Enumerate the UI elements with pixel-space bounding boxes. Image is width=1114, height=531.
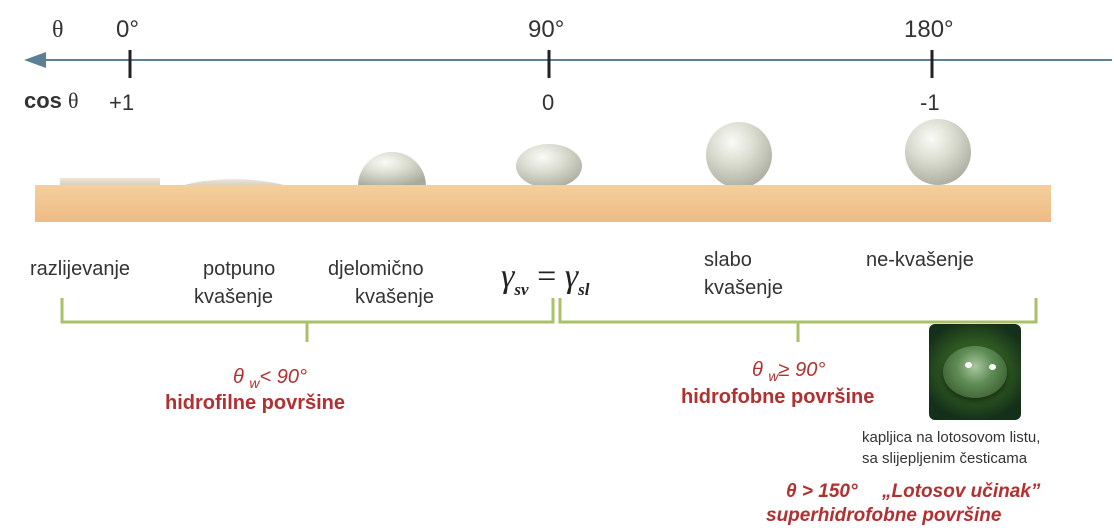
cos-theta-symbol: θ [68,88,79,113]
regime-weak-line2: kvašenje [704,277,783,299]
hydrophobic-inequality: ≥ 90° [778,359,826,381]
regime-complete-line2: kvašenje [194,286,273,308]
surface-tension-equation: γsv = γsl [501,258,590,300]
hydrophilic-bracket [60,298,555,342]
hydrophobic-condition: θ w≥ 90° [752,359,825,384]
angle-180-label: 180° [904,16,954,43]
regime-nonwetting: ne-kvašenje [866,249,974,271]
angle-90-label: 90° [528,16,565,43]
droplet-contact [516,144,582,188]
lotus-caption-line1: kapljica na lotosovom listu, [862,429,1041,446]
droplet-highlight [965,362,972,368]
regime-spreading: razlijevanje [30,258,131,280]
regime-weak-line1: slabo [704,249,752,271]
gamma-sl-subscript: sl [578,279,590,299]
droplet-partial [358,152,426,186]
droplet-highlight [989,364,996,370]
lotus-droplet [943,346,1007,398]
complete-wetting-film [180,179,288,186]
axis-arrow-head [24,52,46,68]
cos-axis-label: cos θ [24,88,79,114]
cos-minus1-label: -1 [920,90,940,115]
superhydrophobic-title: superhidrofobne površine [766,505,1002,526]
equation-equals: = [537,258,557,295]
lotus-condition: θ > 150° [786,481,858,502]
gamma-sv-symbol: γ [501,258,515,295]
lotus-effect-title: „Lotosov učinak” [882,481,1041,502]
hydrophobic-bracket [558,298,1038,342]
hydrophilic-title: hidrofilne površine [165,392,346,414]
cos-word: cos [24,88,62,113]
gamma-sv-subscript: sv [514,279,529,299]
theta-axis-label: θ [52,17,64,43]
angle-0-label: 0° [116,16,139,43]
regime-complete-line1: potpuno [203,258,276,280]
hydrophobic-subscript: w [768,368,779,384]
lotus-leaf-droplet-photo [929,324,1021,420]
lotus-caption-line2: sa slijepljenim česticama [862,450,1028,467]
hydrophobic-theta: θ [752,359,763,381]
hydrophobic-title: hidrofobne površine [681,386,875,408]
hydrophilic-theta: θ [233,366,244,388]
droplet-nonwetting [905,119,971,185]
solid-surface [35,185,1051,222]
droplet-weak [706,122,772,188]
regime-partial-line2: kvašenje [355,286,434,308]
hydrophilic-condition: θ w< 90° [233,366,307,391]
hydrophilic-subscript: w [249,375,260,391]
cos-0-label: 0 [542,90,555,115]
gamma-sl-symbol: γ [564,258,579,295]
cos-plus1-label: +1 [109,90,135,115]
hydrophilic-inequality: < 90° [259,366,308,388]
regime-partial-line1: djelomično [328,258,424,280]
spreading-film [60,178,160,186]
